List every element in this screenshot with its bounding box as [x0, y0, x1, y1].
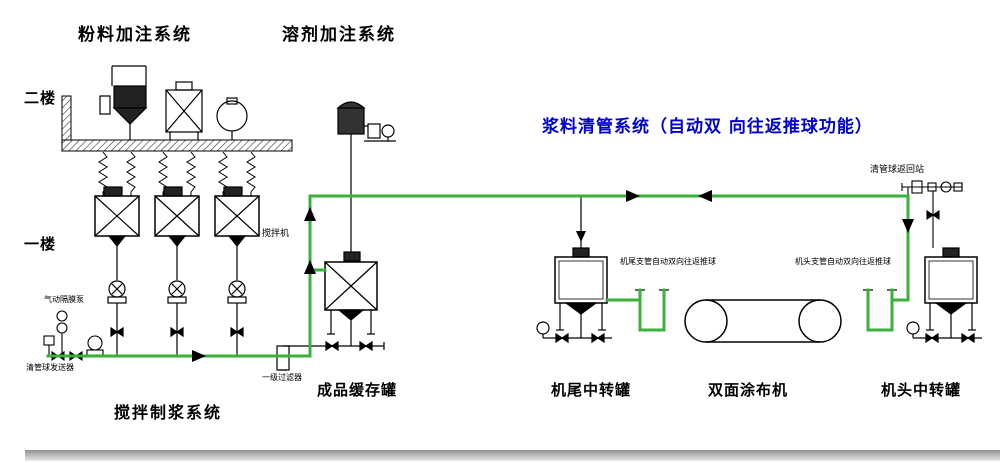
floor-label-second: 二楼 [24, 89, 57, 107]
diaphragm-pump-label: 气动隔膜泵 [44, 295, 84, 304]
mixer-units [94, 151, 260, 356]
pig-return-label: 清管球返回站 [870, 165, 925, 175]
head-tank-label: 机头中转罐 [881, 381, 962, 399]
head-branch-label: 机头支管自动双向往返推球 [795, 257, 891, 266]
coater-machine [684, 299, 842, 343]
pig-sender-label: 清管球发送器 [26, 363, 74, 372]
filter-label: 一级过滤器 [262, 373, 302, 382]
pig-return-station [901, 180, 963, 248]
buffer-tank-equipment [276, 251, 385, 371]
table-edge-shadow [25, 450, 1000, 461]
pigging-system-title: 浆料清管系统（自动双 向往返推球功能） [542, 117, 873, 137]
powder-system-title: 粉料加注系统 [78, 25, 192, 45]
solvent-feed-equipment [336, 101, 396, 252]
powder-feed-equipment [99, 65, 248, 140]
coater-label: 双面涂布机 [708, 381, 789, 399]
flow-arrows [192, 190, 914, 362]
buffer-tank-label: 成品缓存罐 [317, 381, 398, 399]
solvent-system-title: 溶剂加注系统 [282, 25, 396, 45]
pig-pipe-green [46, 194, 910, 358]
head-transfer-tank [863, 247, 982, 344]
tail-branch-label: 机尾支管自动双向往返推球 [620, 257, 716, 266]
second-floor-slab [61, 95, 293, 152]
tail-tank-label: 机尾中转罐 [551, 381, 632, 399]
pig-sender-cluster [43, 310, 104, 362]
mixer-label: 搅拌机 [262, 229, 290, 239]
floor-label-first: 一楼 [24, 235, 57, 253]
tail-transfer-tank [536, 196, 669, 344]
mixing-system-label: 搅拌制浆系统 [114, 403, 223, 422]
